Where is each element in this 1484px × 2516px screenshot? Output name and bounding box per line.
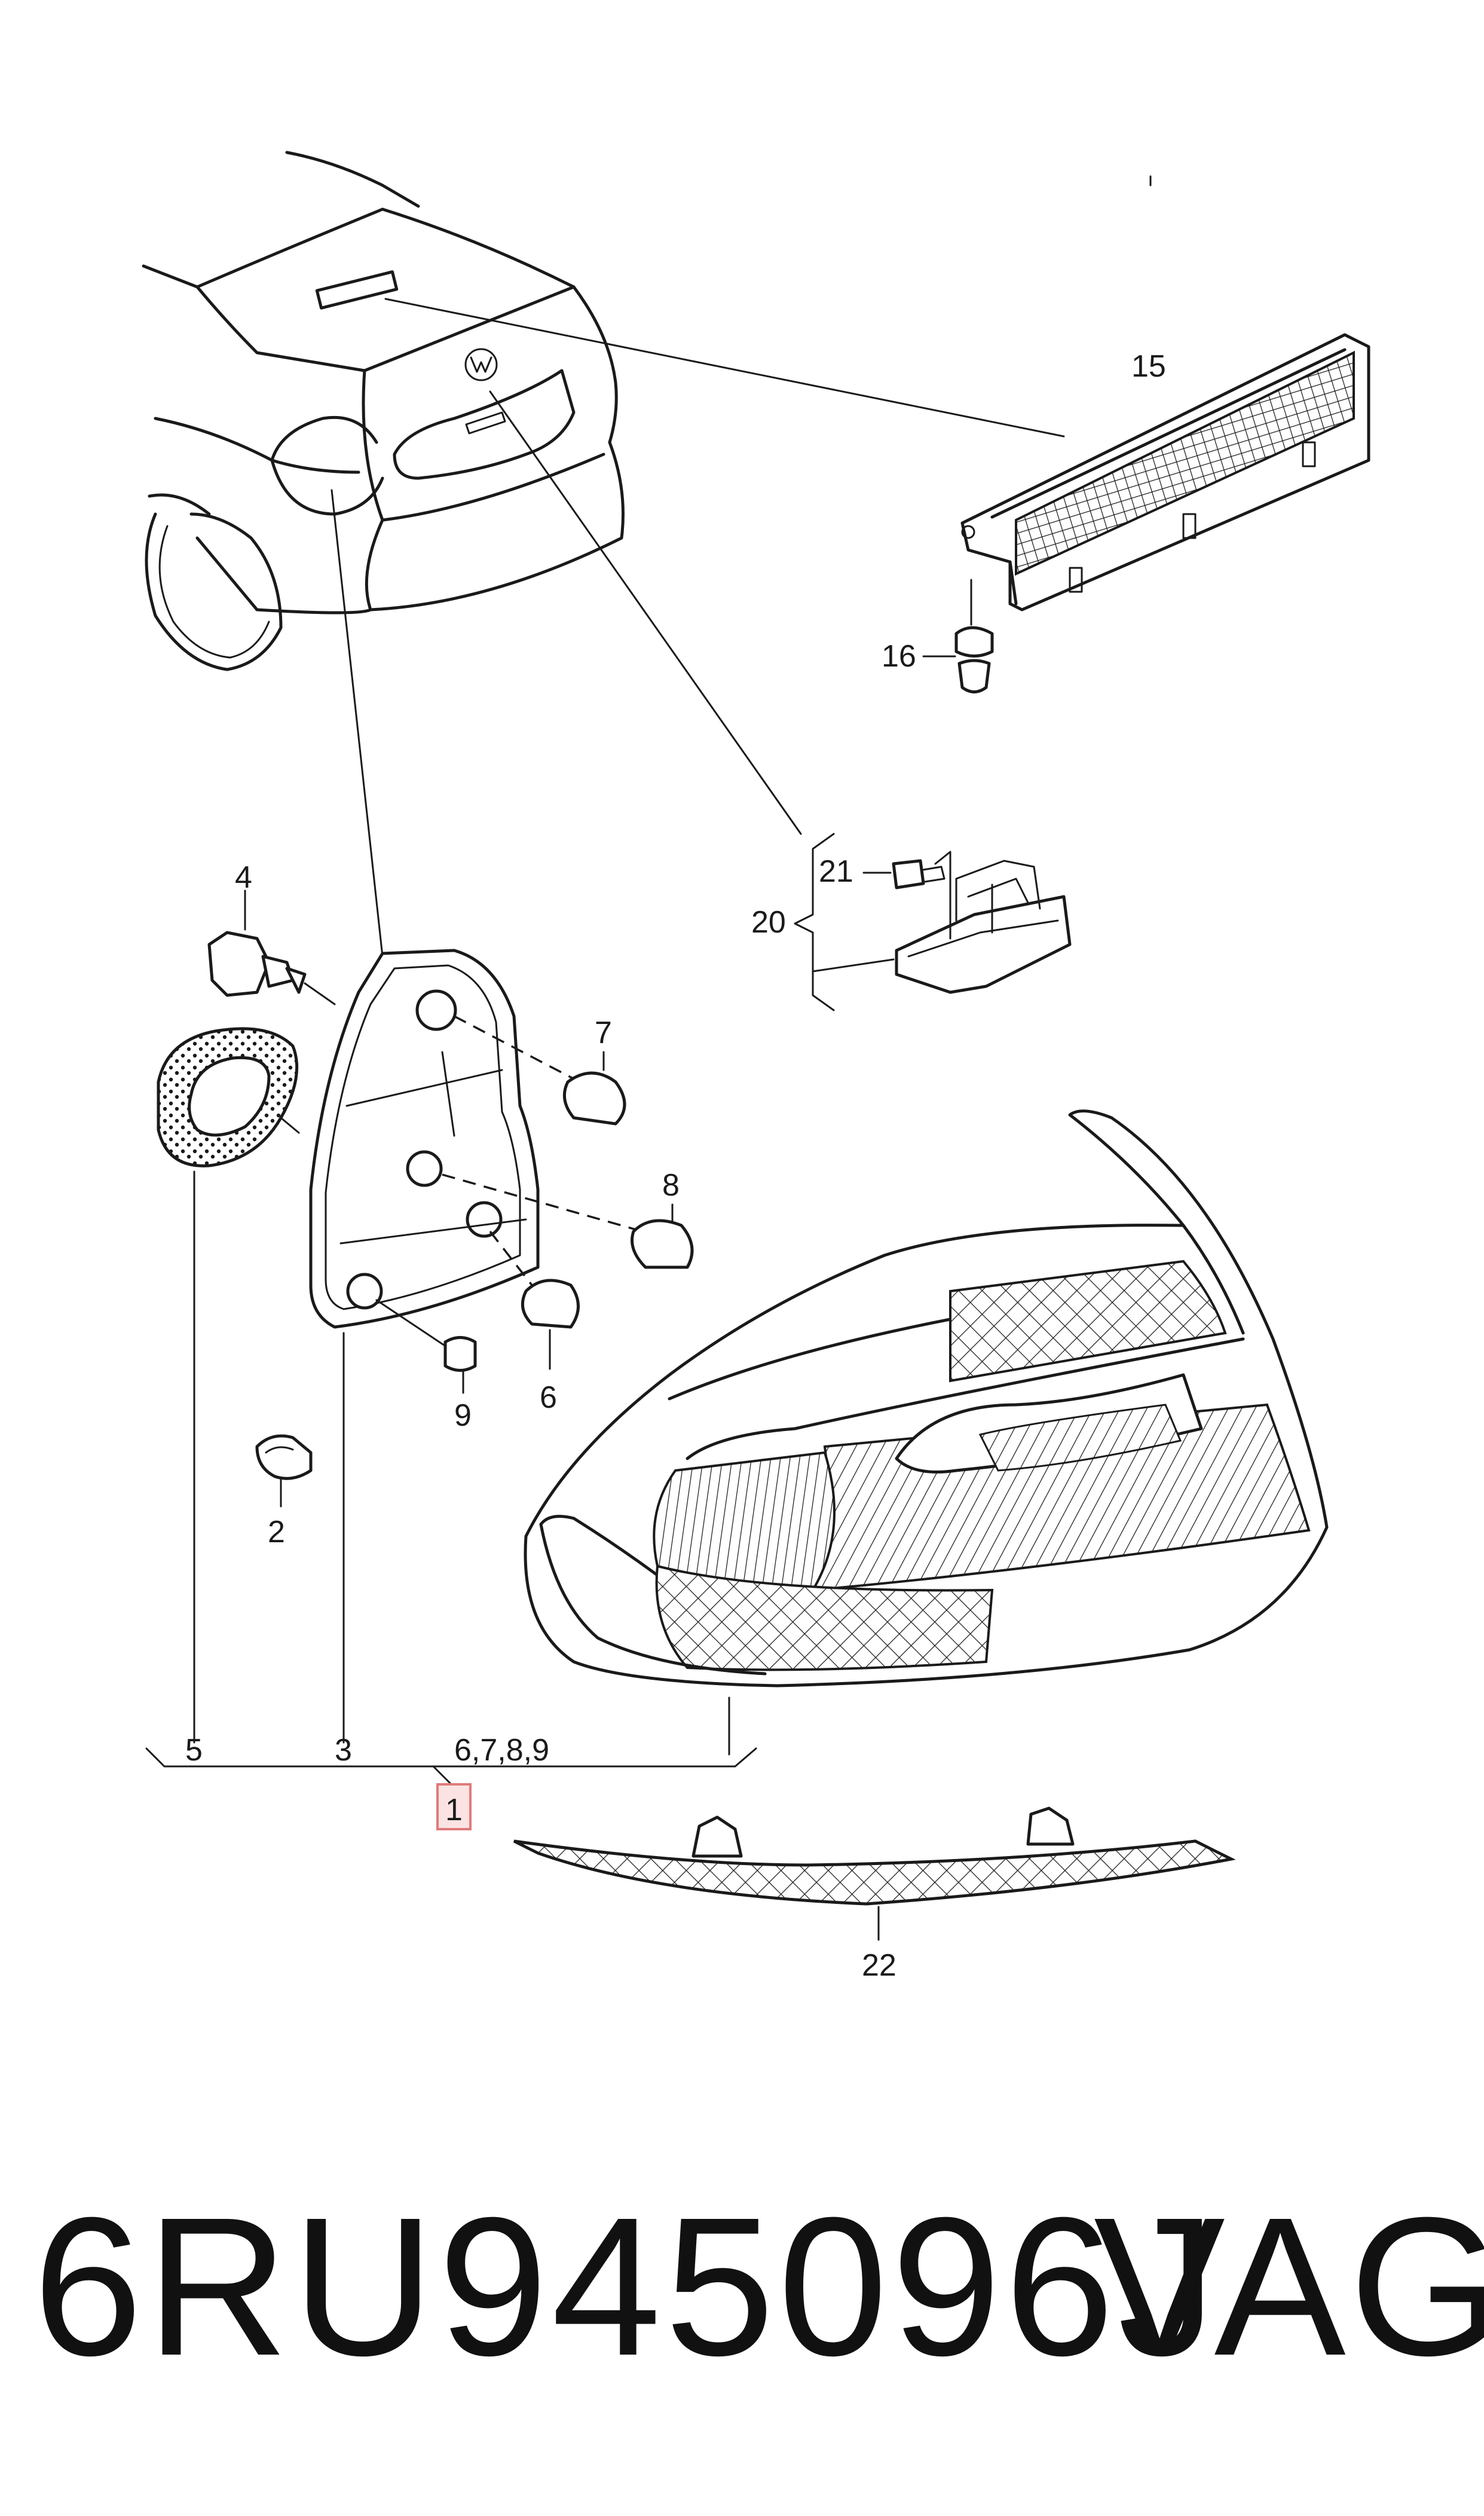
brand-name: VAG — [1094, 2176, 1484, 2396]
callout-7: 7 — [595, 1016, 612, 1050]
assembly-bracket — [145, 1747, 757, 1830]
licence-plate-light — [794, 833, 1072, 1011]
bulbs — [375, 1015, 694, 1394]
clip-16 — [922, 579, 994, 693]
callout-6-7-8-9: 6,7,8,9 — [454, 1733, 549, 1768]
gasket-5 — [157, 1027, 300, 1744]
bulb-holder-3 — [309, 949, 540, 1744]
callout-1: 1 — [445, 1793, 463, 1827]
third-brake-light — [960, 333, 1370, 612]
callout-8: 8 — [662, 1168, 680, 1203]
plug-2 — [255, 1434, 313, 1508]
callout-21: 21 — [819, 854, 853, 889]
callout-5: 5 — [185, 1733, 203, 1768]
part-number: 6RU945096J — [33, 2176, 1220, 2396]
reflector-22 — [513, 1806, 1236, 1941]
callouts: 1 2 3 4 5 6 6,7,8,9 7 8 9 15 16 20 21 22 — [185, 349, 1166, 1983]
callout-4: 4 — [235, 860, 252, 895]
bulb-socket-4 — [207, 889, 336, 1005]
callout-6: 6 — [540, 1380, 557, 1415]
tail-light-assembly — [524, 1109, 1329, 1756]
callout-2: 2 — [268, 1515, 285, 1549]
highlight-box — [436, 1783, 472, 1830]
callout-20: 20 — [751, 905, 786, 940]
callout-16: 16 — [882, 639, 916, 674]
car-rear — [142, 151, 625, 671]
callout-22: 22 — [862, 1948, 896, 1983]
callout-9: 9 — [454, 1398, 472, 1433]
callout-3: 3 — [335, 1733, 352, 1768]
callout-15: 15 — [1131, 349, 1166, 384]
leader-lines — [331, 175, 1152, 958]
vw-logo-icon — [464, 348, 498, 381]
